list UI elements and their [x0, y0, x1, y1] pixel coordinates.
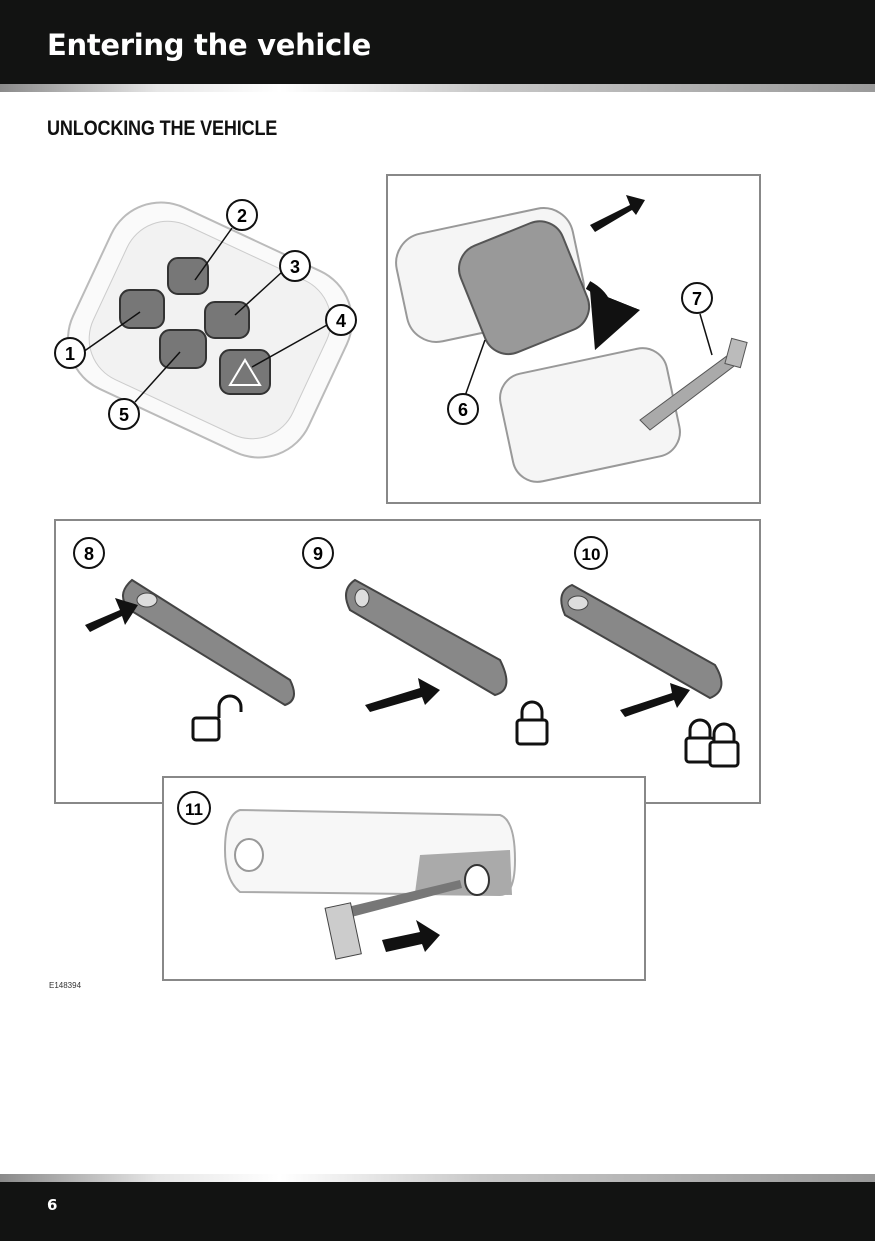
page-number: 6 [47, 1196, 58, 1214]
svg-text:8: 8 [84, 544, 94, 564]
callout-2: 2 [226, 199, 258, 231]
callout-3: 3 [279, 250, 311, 282]
callout-11: 11 [177, 791, 211, 825]
svg-text:10: 10 [582, 545, 601, 564]
callout-9: 9 [302, 537, 334, 569]
figure-reference-code: E148394 [49, 981, 82, 990]
key-fob-illustration: 1 2 3 4 5 6 7 8 9 10 11 [54, 174, 761, 981]
callout-8: 8 [73, 537, 105, 569]
slide-arrow-icon [590, 195, 645, 232]
unlocked-padlock-icon [191, 716, 221, 742]
alarm-button [219, 349, 271, 395]
chapter-title: Entering the vehicle [47, 28, 371, 62]
key-blade-position-double-lock [560, 583, 740, 768]
svg-text:5: 5 [119, 405, 129, 425]
key-blade-position-lock [345, 578, 549, 746]
callout-7: 7 [681, 282, 713, 314]
insert-arrow-icon [382, 920, 440, 952]
svg-text:1: 1 [65, 344, 75, 364]
svg-text:3: 3 [290, 257, 300, 277]
callout-10: 10 [574, 536, 608, 570]
svg-text:2: 2 [237, 206, 247, 226]
locked-padlock-icon [515, 718, 549, 746]
tailgate-button [204, 301, 250, 339]
section-heading: UNLOCKING THE VEHICLE [47, 117, 278, 140]
svg-text:4: 4 [336, 311, 346, 331]
key-slot [464, 864, 490, 896]
unlock-button [167, 257, 209, 295]
headlamp-button [159, 329, 207, 369]
header-divider [0, 84, 875, 92]
panel-lock-positions [54, 519, 761, 804]
page-header: Entering the vehicle [0, 0, 875, 84]
key-blade-position-unlock [85, 578, 295, 742]
svg-text:6: 6 [458, 400, 468, 420]
svg-text:9: 9 [313, 544, 323, 564]
callout-1: 1 [54, 337, 86, 369]
key-fob-insert [223, 808, 517, 960]
callout-4: 4 [325, 304, 357, 336]
key-fob-front [67, 201, 353, 459]
rotate-arrow-icon [585, 281, 641, 351]
callout-6: 6 [447, 393, 479, 425]
page-footer: 6 [0, 1182, 875, 1241]
callout-5: 5 [108, 398, 140, 430]
key-fob-cover [395, 195, 748, 483]
svg-text:11: 11 [185, 800, 203, 819]
footer-divider [0, 1174, 875, 1182]
svg-text:7: 7 [692, 289, 702, 309]
